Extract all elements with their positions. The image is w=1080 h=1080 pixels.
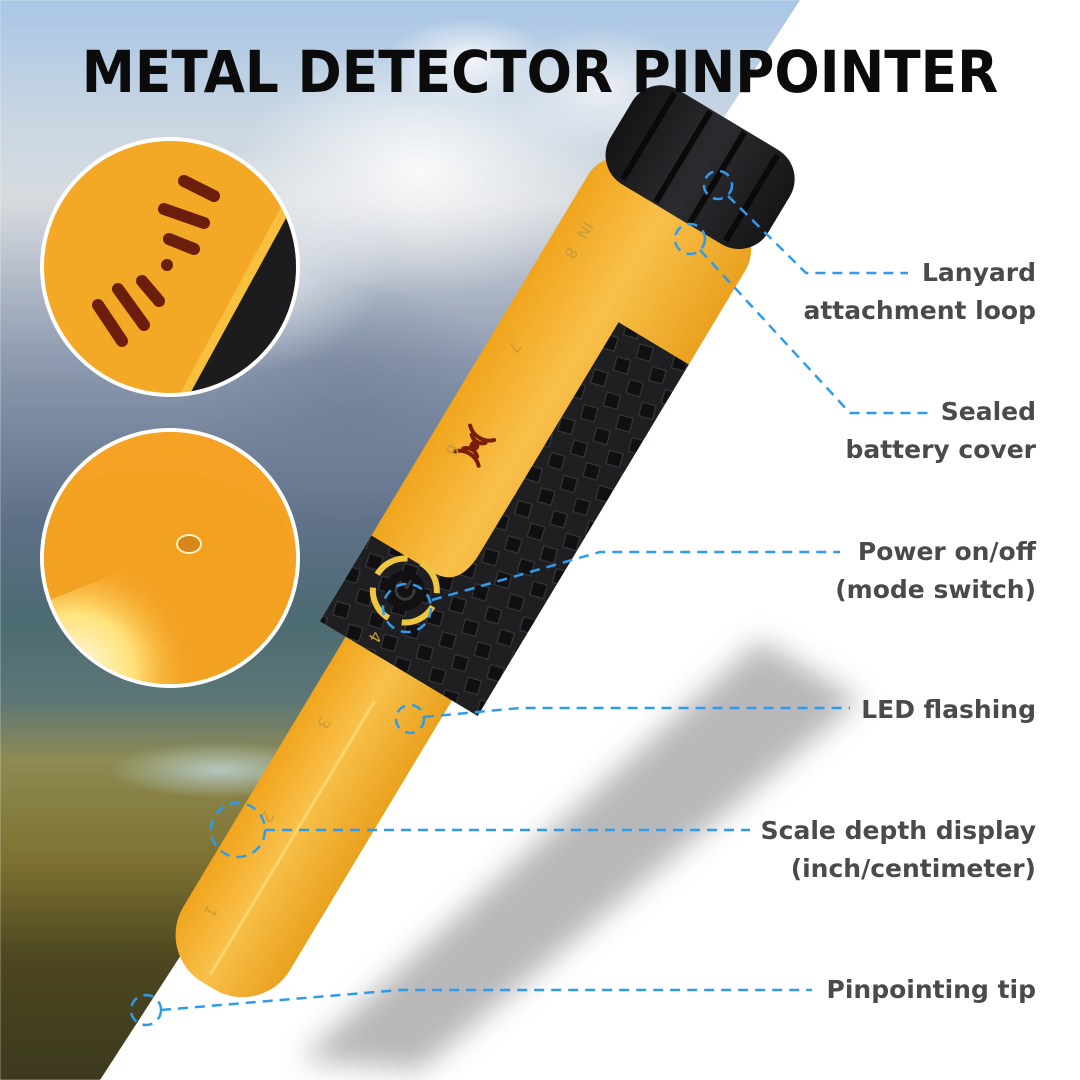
- sound-wave-icon: [452, 423, 497, 468]
- callout-led: LED flashing: [861, 695, 1036, 724]
- sound-wave-icon: [92, 175, 220, 347]
- device-body: [355, 156, 752, 667]
- page-title: METAL DETECTOR PINPOINTER: [81, 38, 999, 106]
- power-button: [369, 555, 440, 626]
- led-closeup: [40, 428, 300, 688]
- speaker-closeup: [40, 137, 300, 397]
- led-light-icon: [176, 534, 202, 554]
- rubber-grip: [319, 322, 689, 716]
- callout-power: Power on/off(mode switch): [835, 537, 1036, 604]
- callout-tip: Pinpointing tip: [826, 975, 1036, 1004]
- callout-scale: Scale depth display(inch/centimeter): [760, 816, 1036, 883]
- device-shaft: [175, 605, 463, 998]
